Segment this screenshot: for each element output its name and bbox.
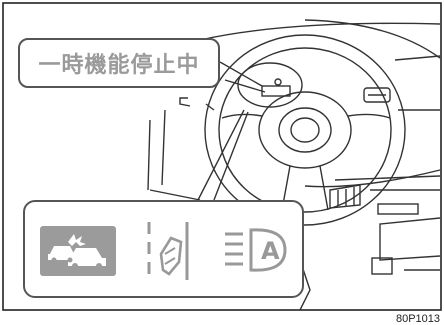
svg-text:A: A [261, 237, 280, 265]
lane-departure-icon [147, 222, 189, 280]
status-callout: 一時機能停止中 [18, 38, 220, 88]
status-label: 一時機能停止中 [38, 53, 200, 78]
figure-code: 80P1013 [395, 313, 440, 325]
collision-warning-icon [40, 226, 116, 276]
indicator-callout: A [23, 200, 304, 298]
auto-high-beam-icon: A [225, 228, 287, 272]
